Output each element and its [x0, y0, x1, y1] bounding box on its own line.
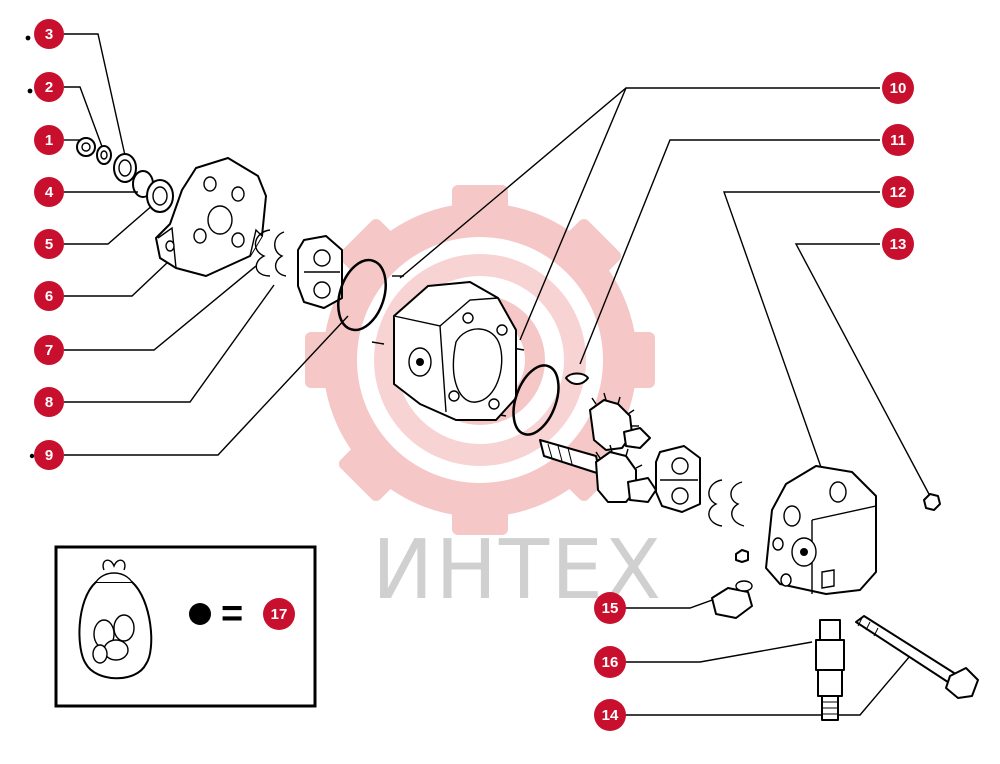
callout-2[interactable]: 2 [34, 72, 64, 102]
svg-text:4: 4 [45, 184, 54, 201]
svg-text:8: 8 [45, 394, 53, 411]
svg-text:11: 11 [890, 132, 906, 149]
part-plug [711, 580, 753, 619]
parts-bag-icon [78, 559, 153, 680]
part-washer [96, 145, 112, 165]
svg-text:6: 6 [45, 288, 53, 305]
callout-16[interactable]: 16 [594, 646, 626, 678]
callout-15[interactable]: 15 [594, 592, 626, 624]
part-nut [76, 137, 96, 157]
part-key [565, 372, 589, 385]
leader-lines [64, 33, 931, 716]
svg-text:7: 7 [45, 342, 53, 359]
callout-11[interactable]: 11 [882, 124, 914, 156]
callout-6[interactable]: 6 [34, 281, 64, 311]
edge-marks [25, 35, 35, 459]
svg-text:14: 14 [602, 707, 619, 724]
svg-text:1: 1 [45, 132, 53, 149]
svg-text:5: 5 [45, 236, 53, 253]
callout-1[interactable]: 1 [34, 125, 64, 155]
part-o-ring-2 [512, 364, 560, 436]
svg-text:2: 2 [45, 79, 53, 96]
callout-8[interactable]: 8 [34, 387, 64, 417]
callout-10[interactable]: 10 [882, 72, 914, 104]
part-bolt [855, 615, 979, 699]
part-rear-cover [765, 465, 877, 595]
callout-3[interactable]: 3 [34, 19, 64, 49]
callout-13[interactable]: 13 [882, 228, 914, 260]
part-housing [393, 281, 517, 421]
svg-text:12: 12 [890, 184, 907, 201]
callout-17[interactable]: 17 [263, 598, 295, 630]
equals-sign: = [221, 593, 243, 635]
svg-text:17: 17 [271, 606, 288, 623]
callout-4[interactable]: 4 [34, 177, 64, 207]
part-bearing-block [297, 235, 343, 309]
callout-badges: 1 2 3 4 5 6 7 8 9 10 11 12 13 14 15 16 1… [34, 19, 914, 731]
part-shaft-seal [146, 179, 174, 213]
callout-5[interactable]: 5 [34, 229, 64, 259]
svg-text:10: 10 [890, 80, 907, 97]
part-seal [113, 153, 137, 183]
part-seal-ring-2 [708, 479, 745, 527]
part-small-screw [735, 549, 749, 563]
svg-text:13: 13 [890, 236, 907, 253]
part-valve [815, 619, 845, 721]
part-gears [539, 392, 657, 503]
bullet-dot-icon [189, 603, 211, 625]
callout-7[interactable]: 7 [34, 335, 64, 365]
part-bearing-block-2 [655, 445, 701, 513]
part-small-nut [923, 493, 941, 511]
part-o-ring [337, 258, 387, 332]
callout-12[interactable]: 12 [882, 176, 914, 208]
svg-text:3: 3 [45, 26, 53, 43]
svg-text:15: 15 [602, 600, 619, 617]
callout-14[interactable]: 14 [594, 699, 626, 731]
part-front-cover [155, 157, 267, 277]
svg-text:9: 9 [45, 447, 53, 464]
part-seal-ring [254, 229, 287, 277]
callout-9[interactable]: 9 [34, 440, 64, 470]
svg-text:16: 16 [602, 654, 619, 671]
